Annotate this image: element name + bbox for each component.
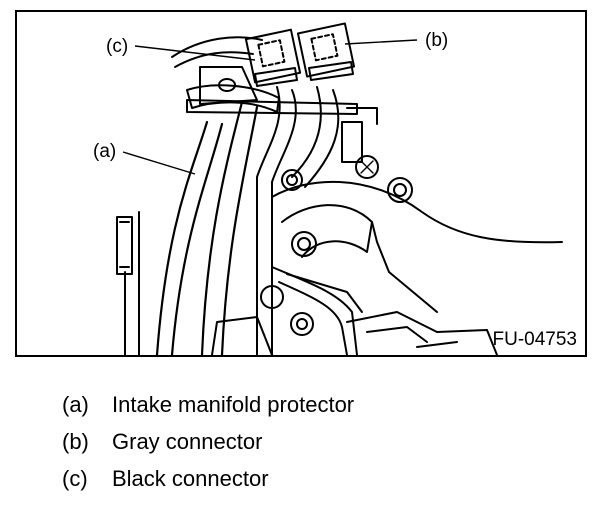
legend-label: Gray connector — [112, 428, 263, 454]
bolt-upper-right-head — [360, 160, 374, 174]
leader-a — [122, 151, 196, 175]
engine-line-drawing — [116, 22, 563, 355]
mount-strip — [186, 99, 358, 115]
protector-tube-left — [155, 120, 209, 355]
legend: (a) Intake manifold protector (b) Gray c… — [62, 386, 354, 497]
protector-tube-right — [200, 100, 244, 355]
callout-leaders — [122, 39, 418, 175]
rear-panel-outline — [124, 211, 140, 355]
upper-cable-2 — [174, 51, 254, 68]
legend-item: (a) Intake manifold protector — [62, 386, 354, 423]
bolt-right-inner — [393, 183, 407, 197]
legend-key: (c) — [62, 465, 88, 491]
bolt-left-mid — [281, 169, 303, 191]
legend-key: (a) — [62, 391, 89, 417]
mount-bolt-hole — [218, 78, 236, 92]
legend-key: (b) — [62, 428, 89, 454]
lower-hose-2 — [278, 281, 348, 355]
manifold-body-curve — [271, 180, 563, 244]
lower-hose-1 — [271, 266, 358, 355]
protector-tube-right-inner — [220, 105, 259, 355]
bolt-left-mid-inner — [286, 174, 298, 186]
bolt-lower-mid-inner — [296, 318, 308, 330]
bolt-center — [291, 231, 317, 257]
gray-connector-shape — [296, 22, 356, 81]
bottom-right-detail — [366, 326, 458, 348]
legend-label: Black connector — [112, 465, 269, 491]
left-bracket-outline — [116, 216, 133, 275]
lower-link — [286, 273, 363, 313]
bolt-right — [387, 177, 413, 203]
right-housing-2 — [346, 107, 378, 125]
harness-right — [291, 86, 322, 178]
bolt-lower-mid — [290, 312, 314, 336]
bolt-center-inner — [297, 237, 311, 251]
legend-item: (b) Gray connector — [62, 423, 354, 460]
mount-plate — [199, 66, 258, 105]
bottom-right-frame — [346, 311, 498, 355]
legend-item: (c) Black connector — [62, 460, 354, 497]
diagram-figure: (c) (b) (a) FU-04753 — [15, 10, 587, 357]
callout-c: (c) — [106, 36, 129, 57]
harness-left-2 — [271, 89, 297, 355]
left-bracket-detail — [119, 221, 130, 268]
figure-id: FU-04753 — [492, 329, 578, 350]
protector-tube-left-inner — [170, 122, 224, 355]
right-lower-body — [371, 221, 438, 313]
leader-c — [134, 45, 256, 61]
harness-right-2 — [304, 89, 340, 188]
bolt-upper-right — [355, 155, 379, 179]
bolt-lower-left — [260, 285, 284, 309]
callout-b: (b) — [425, 30, 449, 51]
black-connector-shape — [244, 28, 302, 87]
legend-label: Intake manifold protector — [112, 391, 355, 417]
leader-b — [344, 39, 418, 45]
bottom-frame — [211, 316, 273, 355]
callout-a: (a) — [93, 141, 117, 162]
harness-left — [256, 86, 281, 355]
